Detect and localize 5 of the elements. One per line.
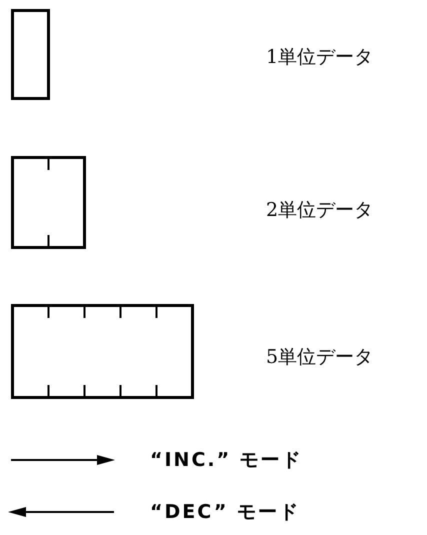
legend-label: “INC.” モード xyxy=(150,448,303,472)
legend-label: 5単位データ xyxy=(266,345,374,369)
legend-label: 1単位データ xyxy=(266,45,374,69)
legend-label: “DEC” モード xyxy=(150,500,300,524)
legend-label: 2単位データ xyxy=(266,198,374,222)
